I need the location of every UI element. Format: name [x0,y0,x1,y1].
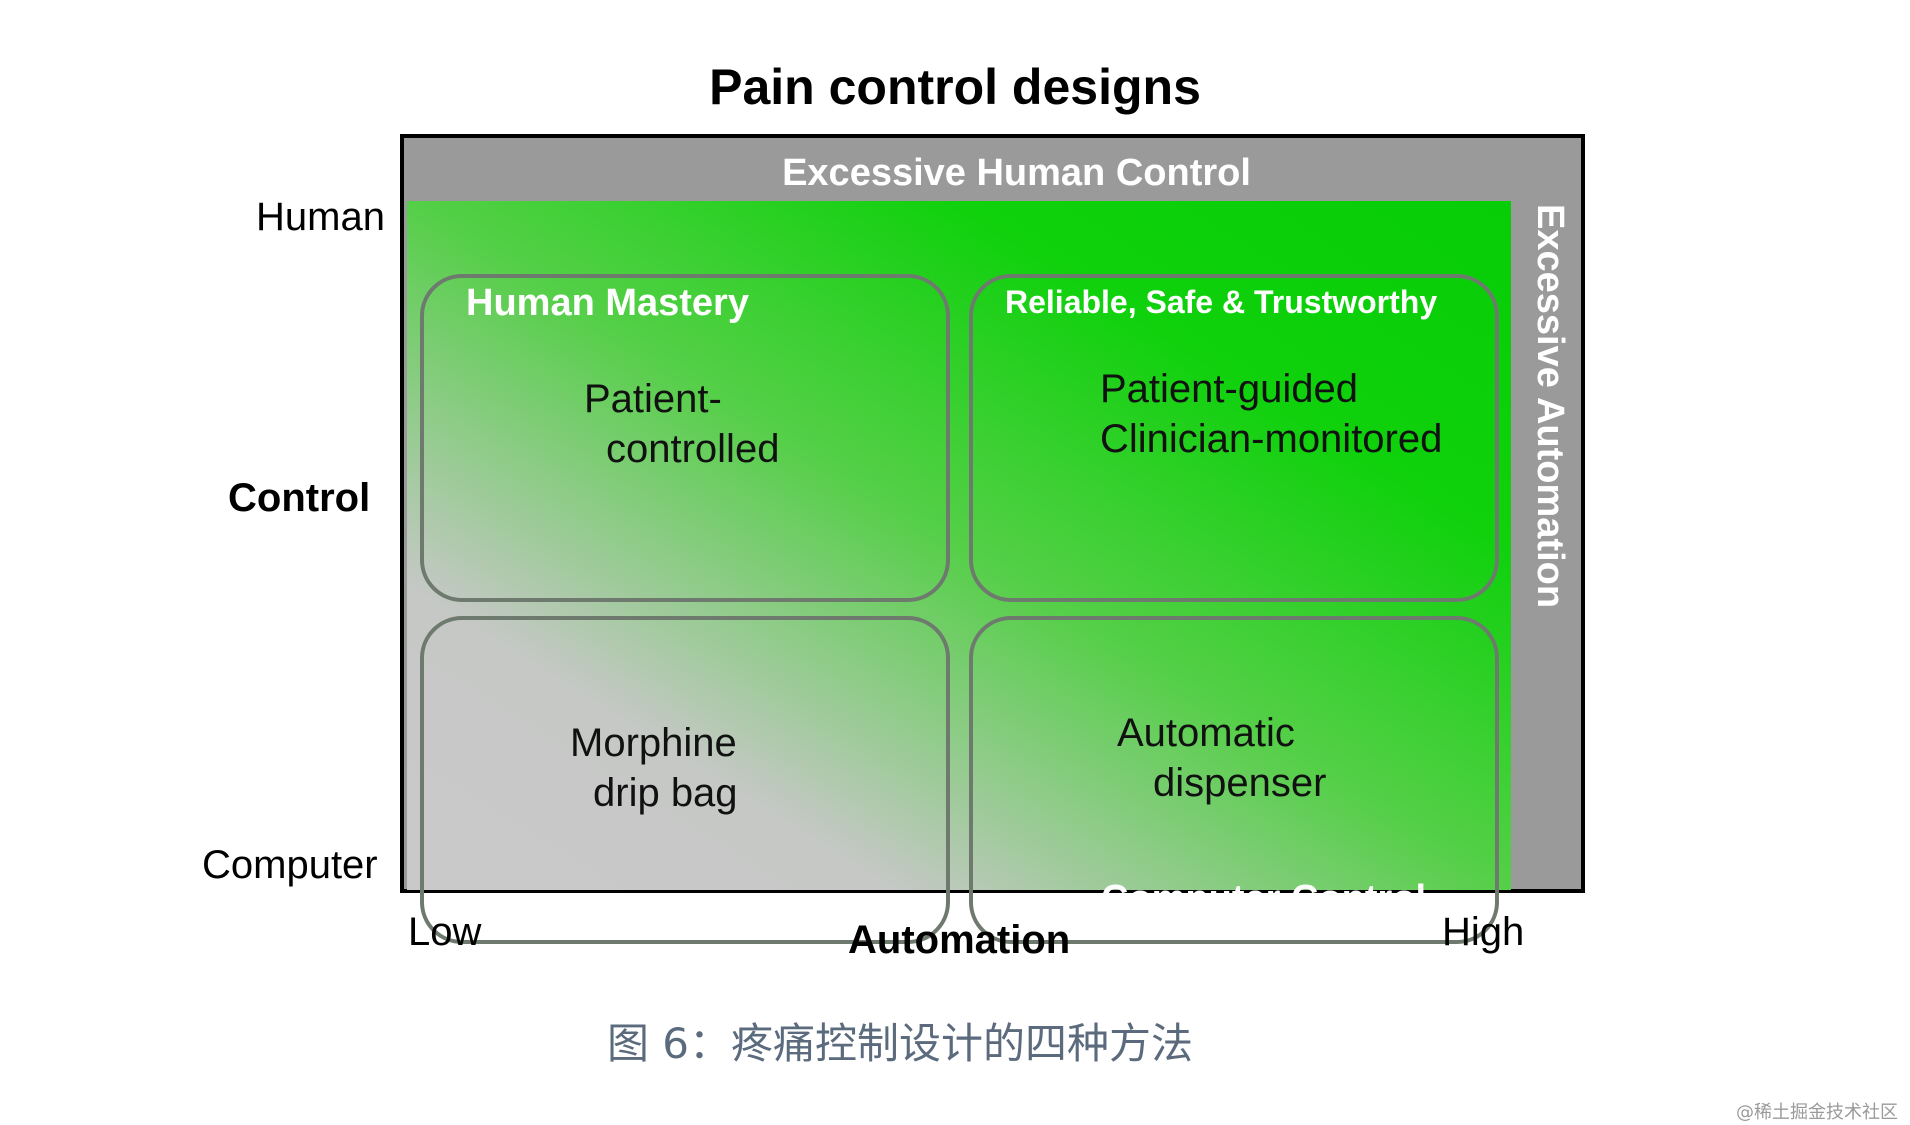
quadrant-morphine-drip-bag: Morphine drip bag [420,616,950,944]
quadrant-text-line-1: Morphine [570,721,737,765]
diagram-title: Pain control designs [709,59,1201,115]
y-axis-bottom-label: Computer [202,843,378,887]
excessive-automation-label: Excessive Automation [1529,204,1571,609]
quadrant-human-mastery: Human Mastery Patient- controlled [420,274,950,602]
quadrant-reliable-safe-trustworthy: Reliable, Safe & Trustworthy Patient-gui… [969,274,1499,602]
excessive-human-control-label: Excessive Human Control [782,152,1251,194]
quadrant-computer-control: Automatic dispenser Computer Control [969,616,1499,944]
figure-caption: 图 6：疼痛控制设计的四种方法 [606,1019,1194,1068]
quadrant-text-line-1: Patient-guided [1100,367,1358,411]
quadrant-text-line-2: controlled [606,427,780,471]
y-axis-top-label: Human [256,195,385,239]
quadrant-text-line-2: drip bag [593,771,738,815]
y-axis-name: Control [228,476,371,520]
x-axis-right-label: High [1442,910,1525,954]
x-axis-name: Automation [848,918,1071,962]
quadrant-label-human-mastery: Human Mastery [466,282,749,324]
quadrant-text-line-2: dispenser [1153,761,1327,805]
quadrant-text-line-1: Patient- [584,377,722,421]
quadrant-frame: Excessive Human Control Excessive Automa… [400,134,1585,944]
quadrant-text-line-2: Clinician-monitored [1100,417,1443,461]
x-axis-left-label: Low [408,910,482,954]
quadrant-label-reliable-safe-trustworthy: Reliable, Safe & Trustworthy [1005,284,1438,320]
quadrant-label-computer-control: Computer Control [1101,878,1427,920]
gradient-area: Human Mastery Patient- controlled Reliab… [407,201,1511,944]
quadrant-text-line-1: Automatic [1117,711,1295,755]
watermark: @稀土掘金技术社区 [1736,1102,1898,1123]
